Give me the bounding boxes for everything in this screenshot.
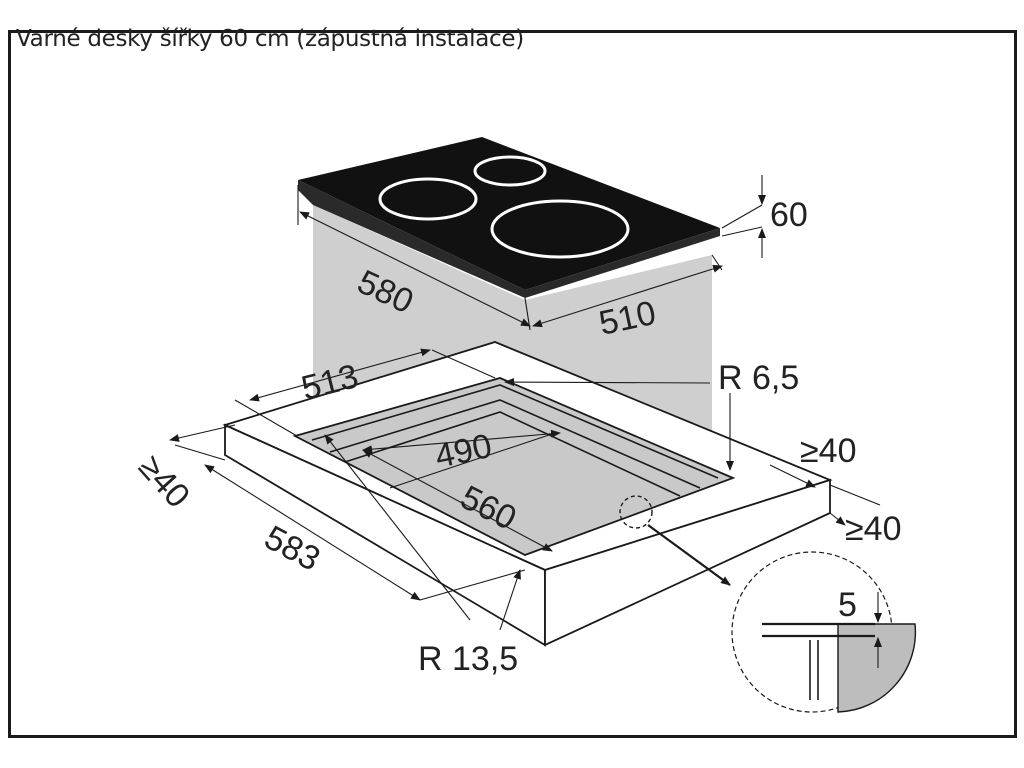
label-radius-bottom: R 13,5	[418, 640, 518, 678]
label-min-front: ≥40	[845, 510, 901, 548]
label-min-side: ≥40	[131, 448, 197, 515]
worktop-dimensions	[169, 348, 881, 631]
label-outer-length: 583	[258, 519, 326, 579]
label-radius-top: R 6,5	[718, 359, 799, 397]
diagram-frame	[8, 30, 1017, 738]
label-min-right: ≥40	[800, 432, 856, 470]
label-height: 60	[770, 196, 808, 234]
hob-dimensions	[297, 175, 766, 331]
label-detail-depth: 5	[838, 586, 857, 624]
detail-callout	[619, 495, 917, 713]
cooking-zone-rear-right	[473, 155, 547, 187]
diagram-title: Varné desky šířky 60 cm (zápustná instal…	[16, 26, 524, 52]
